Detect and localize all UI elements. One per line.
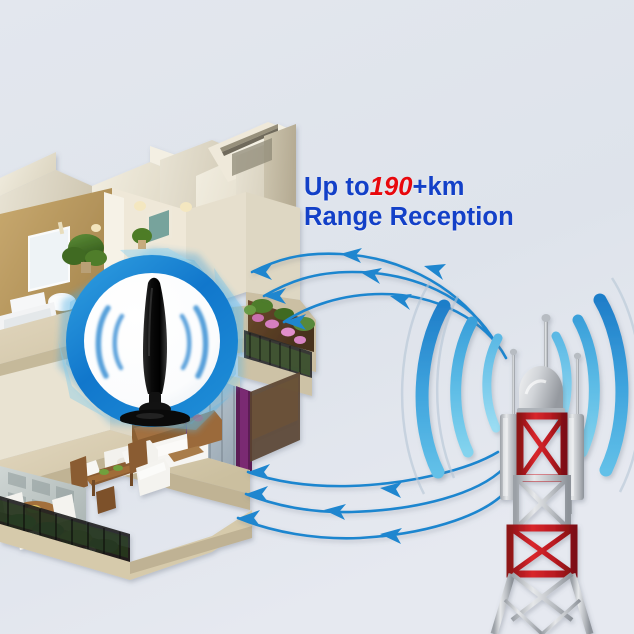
lower-floor — [0, 348, 300, 580]
headline-line1: Up to190+km — [304, 173, 465, 201]
tower-base-lattice — [490, 572, 594, 634]
arrow-head — [264, 288, 286, 304]
headline-text: Up to190+km Range Reception — [304, 172, 514, 232]
headline-range-value: 190 — [369, 173, 413, 201]
antenna-blade — [143, 277, 167, 394]
headline-suffix: +km — [412, 173, 465, 201]
signal-arrow-path — [246, 450, 500, 488]
indoor-plant — [132, 228, 152, 249]
signal-arc-right-mid — [572, 314, 600, 458]
signal-arrow-path — [282, 292, 508, 360]
signal-arc-left-inner — [482, 333, 503, 433]
arrow-head — [238, 510, 260, 526]
arrow-head — [252, 264, 272, 280]
arrow-head — [360, 268, 382, 284]
headline-line2: Range Reception — [304, 203, 514, 232]
wall-lamp — [134, 201, 146, 211]
signal-arc-right-outer — [593, 293, 629, 477]
signal-arc-left-mid — [450, 316, 478, 458]
arrow-head — [390, 294, 412, 310]
antenna-wave-left — [95, 305, 125, 379]
indoor-antenna — [120, 277, 190, 427]
arrow-head — [284, 314, 306, 330]
tower-arc-echoes — [400, 277, 634, 495]
tower-signal-arcs — [415, 293, 629, 479]
arrow-head — [248, 464, 270, 480]
arrow-head — [380, 482, 402, 498]
signal-arc-left-outer — [415, 299, 451, 479]
broadcast-tower — [490, 314, 594, 634]
signal-arrow-path — [236, 482, 514, 540]
indoor-antenna-badge — [58, 248, 244, 432]
arrow-head — [324, 504, 346, 520]
arrow-head — [246, 486, 268, 502]
signal-arrow-path — [244, 466, 506, 514]
signal-arrow-heads — [238, 248, 446, 544]
headline-prefix: Up to — [304, 173, 370, 201]
tower-lattice-red-lower — [506, 524, 578, 578]
armchair — [136, 458, 170, 496]
dining-set — [70, 438, 148, 514]
tower-antenna-masts — [509, 314, 582, 422]
tower-lattice-red-upper — [516, 412, 568, 482]
wall-lamp — [180, 202, 192, 212]
signal-arrow-group — [236, 252, 514, 540]
arrow-head — [340, 248, 362, 263]
antenna-wave-right — [179, 305, 209, 379]
arrow-head — [380, 528, 402, 544]
indoor-plant — [62, 234, 107, 273]
arrow-head — [424, 264, 446, 280]
